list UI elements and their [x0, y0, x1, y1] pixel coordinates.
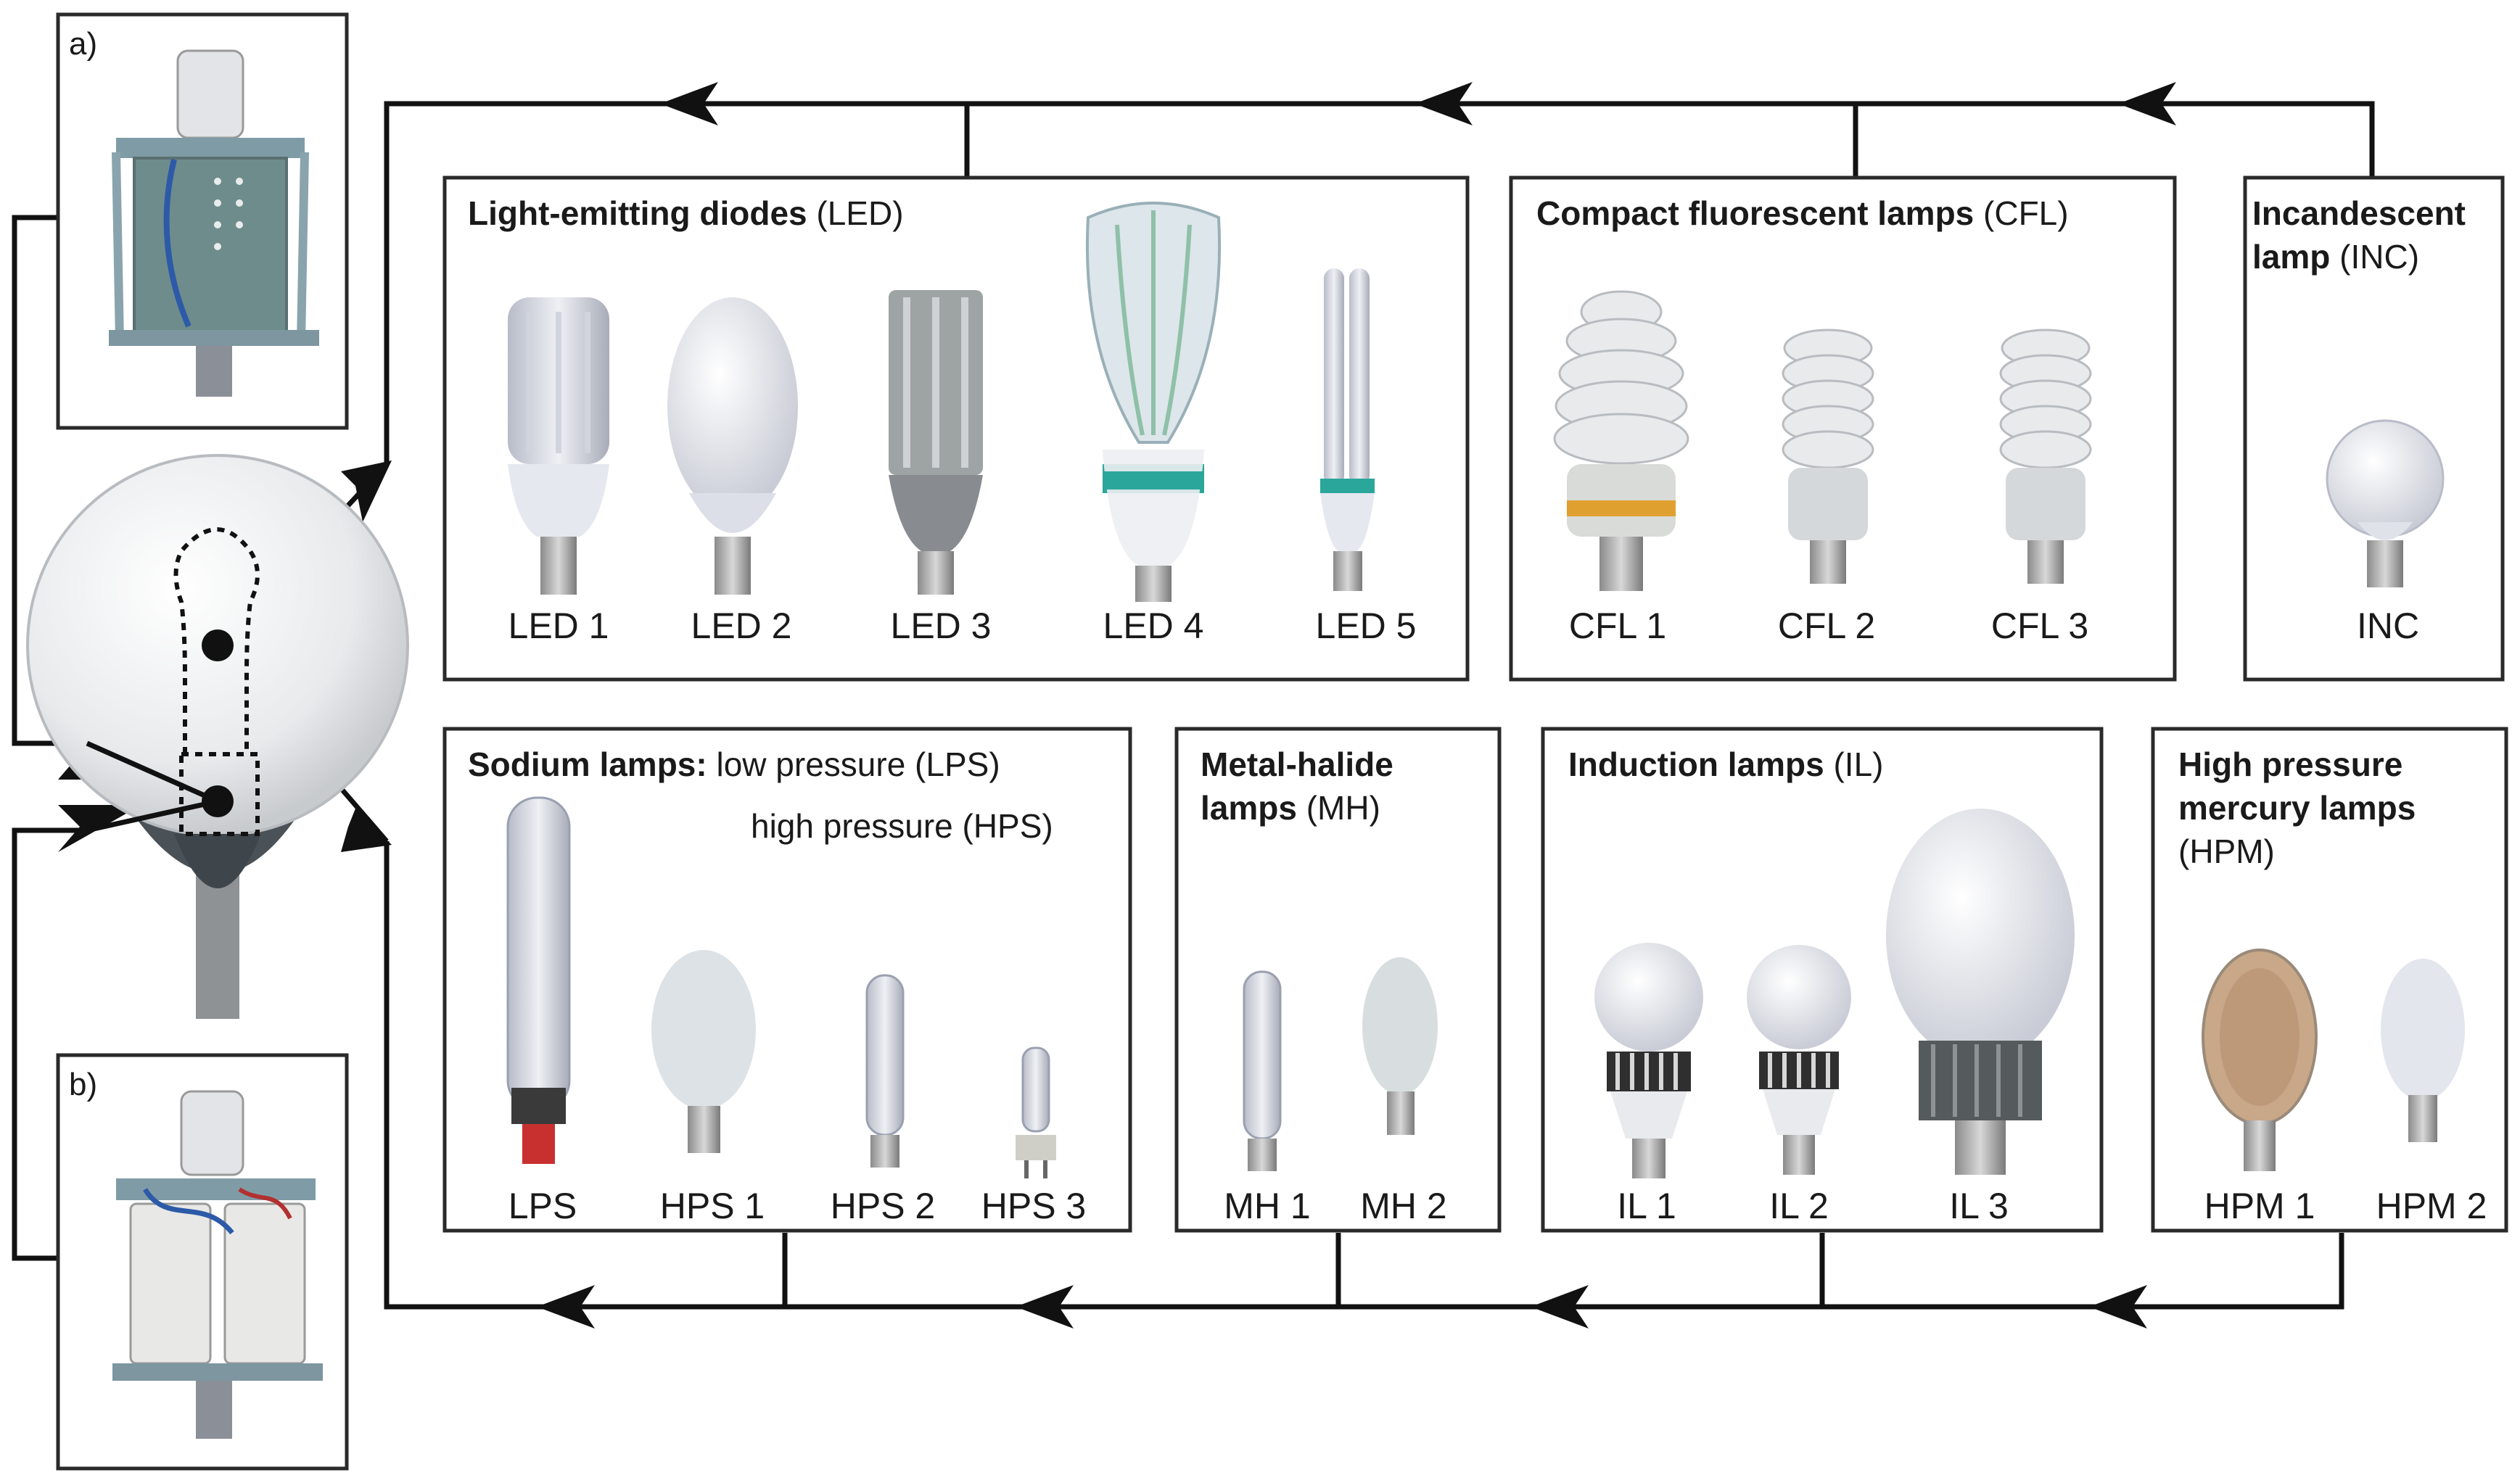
label-led-4: LED 4: [1103, 606, 1204, 646]
lamp-il-2: [1747, 945, 1851, 1175]
lamp-cfl-3: [1999, 329, 2092, 584]
lamp-cfl-2: [1782, 329, 1874, 584]
box-led: Light-emitting diodes (LED): [442, 175, 1470, 682]
lamp-node: [202, 629, 234, 661]
il-title: Induction lamps (IL): [1568, 745, 1883, 783]
mh-title: Metal-halide: [1201, 745, 1393, 783]
ballast-a-photo: [109, 49, 319, 397]
sodium-title-line2: high pressure (HPS): [751, 807, 1053, 845]
globe-luminaire: [26, 454, 409, 1019]
label-il-2: IL 2: [1769, 1186, 1829, 1226]
lamp-outline-dashed: [173, 527, 260, 754]
hpm-title: High pressure: [2178, 745, 2402, 783]
arrow-bottom-4: [2089, 1285, 2147, 1329]
lamp-cfl-1: [1553, 290, 1689, 591]
label-led-1: LED 1: [508, 606, 609, 646]
label-hps-2: HPS 2: [831, 1186, 936, 1226]
label-il-1: IL 1: [1617, 1186, 1676, 1226]
box-inc: Incandescent lamp (INC) INC: [2243, 175, 2505, 682]
label-mh-1: MH 1: [1224, 1186, 1310, 1226]
arrow-bottom-2: [1016, 1285, 1074, 1329]
lamp-inc: [2326, 419, 2445, 587]
lamp-led-5: [1320, 268, 1375, 591]
label-lps: LPS: [508, 1186, 577, 1226]
box-il: Induction lamps (IL) IL 1 IL 2 IL 3: [1541, 727, 2104, 1233]
hpm-title-line3: (HPM): [2178, 833, 2275, 870]
lamp-hps-2: [865, 974, 905, 1168]
arrow-top-3: [2118, 82, 2176, 125]
label-hpm-1: HPM 1: [2204, 1186, 2315, 1226]
arrow-top-2: [1415, 82, 1473, 125]
lamp-led-2: [667, 297, 798, 595]
inc-title: Incandescent: [2252, 194, 2466, 232]
label-cfl-1: CFL 1: [1569, 606, 1666, 646]
mh-title-line2: lamps (MH): [1201, 789, 1380, 827]
lamp-hps-1: [651, 950, 756, 1153]
lamp-mh-2: [1362, 957, 1438, 1135]
hpm-title-line2: mercury lamps: [2178, 789, 2416, 827]
label-inc: INC: [2357, 606, 2419, 646]
label-cfl-3: CFL 3: [1991, 606, 2088, 646]
lamp-hpm-2: [2381, 959, 2465, 1142]
label-led-3: LED 3: [891, 606, 992, 646]
arrow-top-1: [660, 82, 718, 125]
label-hpm-2: HPM 2: [2376, 1186, 2487, 1226]
label-mh-2: MH 2: [1360, 1186, 1446, 1226]
panel-a-label: a): [69, 26, 97, 62]
lamp-il-1: [1594, 943, 1703, 1178]
lamp-led-1: [508, 297, 609, 595]
arrow-into-globe-bottom: [341, 809, 392, 852]
lamp-led-3: [889, 290, 983, 595]
lamp-led-4: [1085, 202, 1222, 602]
lamp-lps: [506, 796, 571, 1164]
lamp-hpm-1: [2202, 949, 2318, 1171]
label-il-3: IL 3: [1949, 1186, 2009, 1226]
label-led-5: LED 5: [1316, 606, 1417, 646]
lamp-il-3: [1886, 809, 2075, 1175]
label-led-2: LED 2: [691, 606, 792, 646]
panel-b: b): [56, 1053, 349, 1471]
arrow-bottom-1: [537, 1285, 595, 1329]
box-mh: Metal-halide lamps (MH) MH 1 MH 2: [1174, 727, 1502, 1233]
box-cfl: Compact fluorescent lamps (CFL): [1509, 175, 2177, 682]
ballast-b-photo: [112, 1090, 323, 1439]
label-cfl-2: CFL 2: [1778, 606, 1875, 646]
inc-title-line2: lamp (INC): [2252, 238, 2419, 276]
lamp-mh-1: [1243, 970, 1282, 1171]
panel-a: a): [56, 12, 349, 430]
cfl-title: Compact fluorescent lamps (CFL): [1536, 194, 2069, 232]
label-hps-1: HPS 1: [660, 1186, 765, 1226]
arrow-into-globe-top: [341, 460, 392, 522]
label-hps-3: HPS 3: [981, 1186, 1087, 1226]
ballast-outline-dashed: [179, 752, 260, 836]
sodium-title: Sodium lamps: low pressure (LPS): [468, 745, 1000, 783]
lamp-hps-3: [1016, 1046, 1056, 1178]
arrow-bottom-3: [1531, 1285, 1589, 1329]
box-hpm: High pressure mercury lamps (HPM) HPM 1 …: [2151, 727, 2508, 1233]
led-title: Light-emitting diodes (LED): [468, 194, 904, 232]
panel-b-label: b): [69, 1067, 97, 1102]
box-sodium: Sodium lamps: low pressure (LPS) high pr…: [442, 727, 1132, 1233]
